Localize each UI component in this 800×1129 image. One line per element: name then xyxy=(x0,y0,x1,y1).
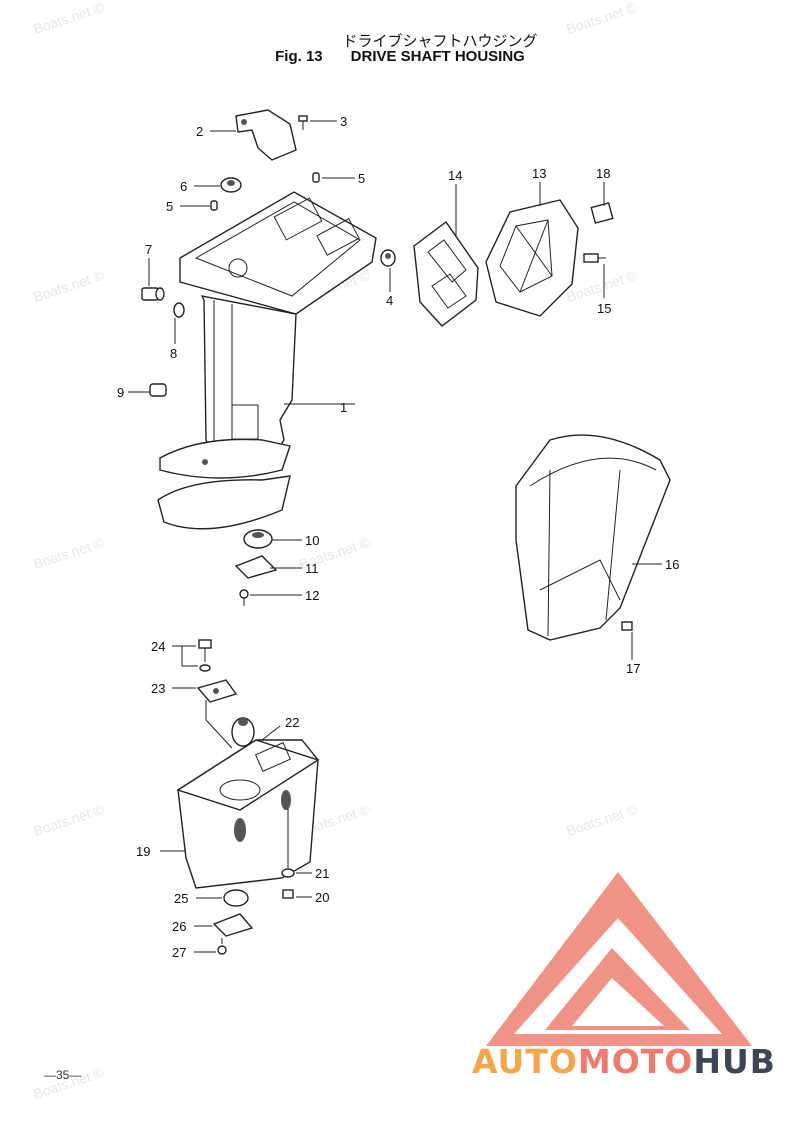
callout-8: 8 xyxy=(170,346,177,361)
title-japanese: ドライブシャフトハウジング xyxy=(342,32,538,50)
callout-6: 6 xyxy=(180,179,187,194)
part-1-drive-shaft-housing xyxy=(157,191,377,530)
callout-21: 21 xyxy=(315,866,329,881)
callout-12: 12 xyxy=(305,588,319,603)
logo-part-auto: AUTO xyxy=(472,1042,578,1081)
page-number: —35— xyxy=(44,1068,82,1082)
logo-triangle-mark xyxy=(486,872,752,1046)
callout-2: 2 xyxy=(196,124,203,139)
callout-25: 25 xyxy=(174,891,188,906)
part-24-bolt xyxy=(198,639,212,672)
leader-lines xyxy=(128,120,662,953)
part-12-bolt xyxy=(239,589,249,606)
logo-part-moto: MOTO xyxy=(577,1042,694,1081)
callout-17: 17 xyxy=(626,661,640,676)
callout-14: 14 xyxy=(448,168,462,183)
callout-11: 11 xyxy=(305,561,319,576)
part-4-grommet xyxy=(380,249,396,267)
callout-15: 15 xyxy=(597,301,611,316)
part-8-gasket xyxy=(173,302,185,318)
callout-5b: 5 xyxy=(166,199,173,214)
figure-number: Fig. 13 xyxy=(275,48,323,65)
part-10-rubber-mount xyxy=(243,529,273,549)
part-17-screw xyxy=(621,621,633,631)
logo-part-hub: HUB xyxy=(693,1042,776,1081)
callout-22: 22 xyxy=(285,715,299,730)
callout-7: 7 xyxy=(145,242,152,257)
part-23-gasket xyxy=(196,679,238,703)
part-5-collar xyxy=(210,172,320,211)
automotohub-logo: AUTOMOTOHUB xyxy=(472,1042,776,1081)
part-2-bracket xyxy=(235,109,297,161)
callout-26: 26 xyxy=(172,919,186,934)
part-18-nut xyxy=(590,202,614,224)
callout-23: 23 xyxy=(151,681,165,696)
callout-18: 18 xyxy=(596,166,610,181)
part-22-grommet xyxy=(231,717,255,747)
part-11-bracket xyxy=(234,555,278,579)
callout-9: 9 xyxy=(117,385,124,400)
part-27-bolt xyxy=(217,938,227,955)
part-15-bolt xyxy=(583,253,606,263)
callout-1: 1 xyxy=(340,400,347,415)
callout-4: 4 xyxy=(386,293,393,308)
part-16-lower-cover xyxy=(515,434,671,641)
part-25-rubber-mount xyxy=(223,889,249,907)
callout-3: 3 xyxy=(340,114,347,129)
part-13-exhaust-cover xyxy=(485,199,579,317)
figure-title: DRIVE SHAFT HOUSING xyxy=(350,48,525,65)
callout-16: 16 xyxy=(665,557,679,572)
callout-5: 5 xyxy=(358,171,365,186)
callout-27: 27 xyxy=(172,945,186,960)
callout-labels: 1 2 3 4 5 5 6 7 8 9 10 11 12 13 14 15 16… xyxy=(117,114,679,960)
part-9-plug xyxy=(149,383,167,397)
part-7-plug xyxy=(141,287,165,301)
part-3-screw xyxy=(298,115,308,130)
callout-13: 13 xyxy=(532,166,546,181)
part-21-washer xyxy=(281,868,295,878)
part-20-bolt xyxy=(282,889,294,899)
part-14-gasket xyxy=(413,221,479,327)
title-english: Fig. 13 DRIVE SHAFT HOUSING xyxy=(0,48,800,65)
part-19-extension-housing xyxy=(176,739,320,889)
callout-24: 24 xyxy=(151,639,165,654)
callout-10: 10 xyxy=(305,533,319,548)
part-6-grommet xyxy=(220,177,242,193)
callout-19: 19 xyxy=(136,844,150,859)
part-26-bracket xyxy=(212,913,254,937)
callout-20: 20 xyxy=(315,890,329,905)
